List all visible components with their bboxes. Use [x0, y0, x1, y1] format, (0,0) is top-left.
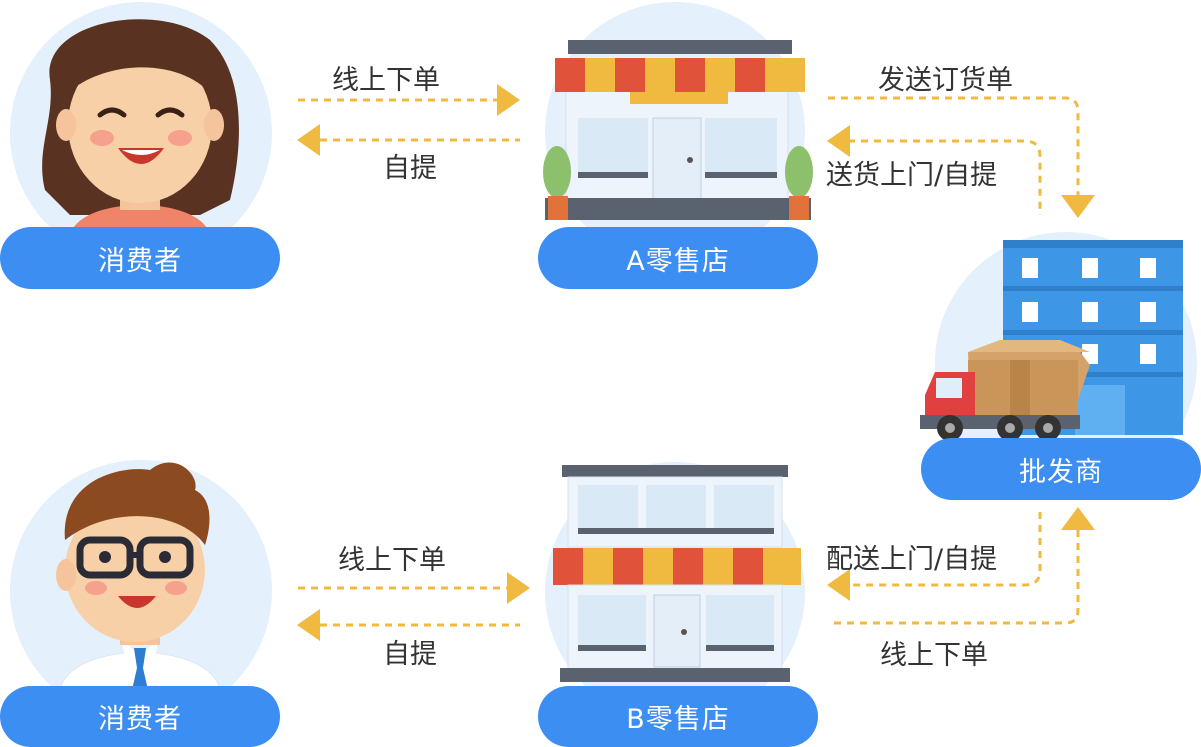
edge-label-a-pickup: 自提: [383, 153, 437, 184]
edge-label-send-order: 发送订货单: [878, 65, 1013, 96]
store-a-icon: [543, 40, 813, 220]
woman-consumer-icon: [42, 19, 239, 235]
retailer-a-node: A零售店: [538, 227, 818, 289]
store-b-icon: [553, 465, 801, 682]
edge-label-b-delivery: 配送上门/自提: [826, 544, 998, 575]
consumer-b-node: 消费者: [0, 686, 280, 747]
wholesaler-icon: [920, 240, 1183, 441]
retailer-b-node: B零售店: [538, 686, 818, 747]
wholesaler-node: 批发商: [921, 438, 1201, 500]
consumer-a-node: 消费者: [0, 227, 280, 289]
man-consumer-icon: [56, 462, 221, 701]
edge-label-a-delivery: 送货上门/自提: [826, 160, 998, 191]
edge-label-b-order: 线上下单: [338, 545, 446, 576]
flow-arrows: [298, 96, 1080, 627]
edge-label-a-order: 线上下单: [332, 65, 440, 96]
edge-label-b-wholesale-order: 线上下单: [880, 640, 988, 671]
arrow-heads: [297, 84, 1095, 641]
edge-label-b-pickup: 自提: [383, 639, 437, 670]
